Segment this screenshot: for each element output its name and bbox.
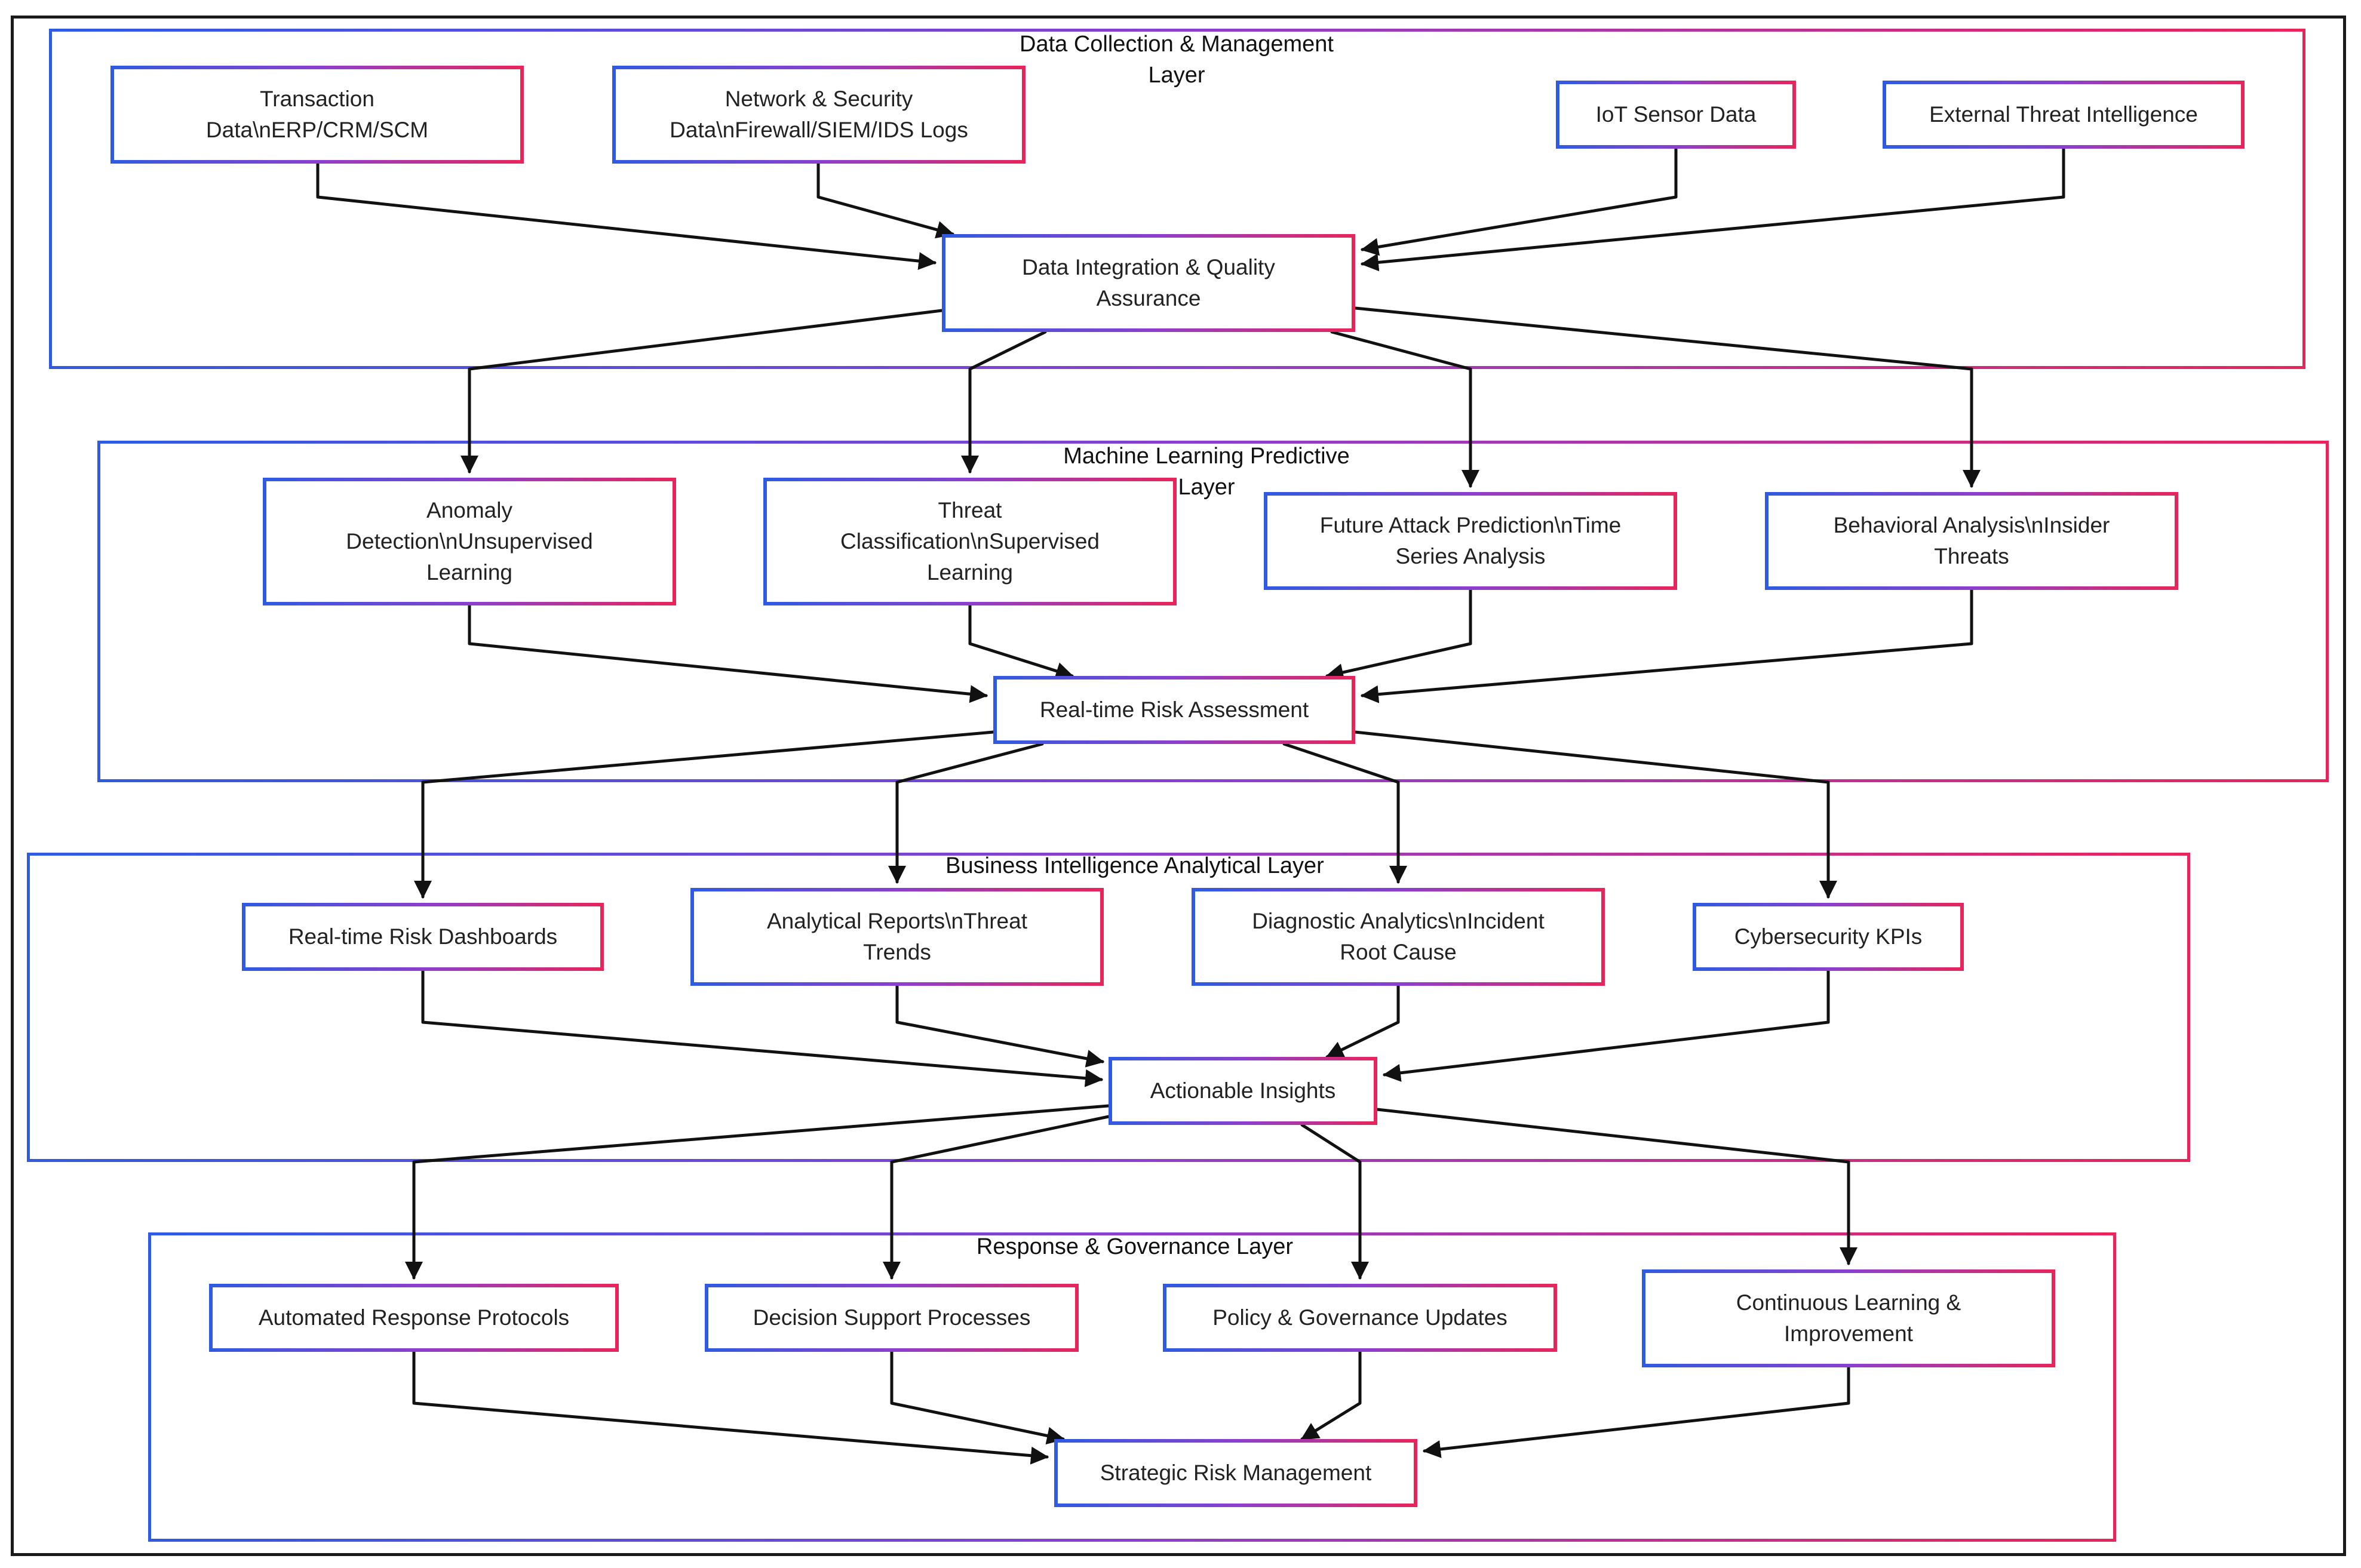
edge-reports-to-insights [895,984,1104,1068]
edge-threatclass-to-risk [968,604,1074,680]
edge-insights-to-decision [883,1115,1110,1280]
edge-risk-to-dashboards [414,730,995,899]
node-threat-classification: Threat Classification\nSupervised Learni… [763,478,1177,605]
edge-iot-to-integration [1361,147,1678,256]
node-automated-response: Automated Response Protocols [209,1284,619,1352]
node-diagnostic-analytics: Diagnostic Analytics\nIncident Root Caus… [1192,888,1605,986]
layer-title-data-collection: Data Collection & Management Layer [1020,32,1334,88]
node-anomaly-detection: Anomaly Detection\nUnsupervised Learning [263,478,676,605]
edge-automated-to-strategic [412,1350,1049,1465]
diagram-frame [11,16,2346,1556]
edge-integration-to-futureattack [1330,330,1479,488]
edge-risk-to-diagnostic [1282,742,1407,884]
node-risk-assessment: Real-time Risk Assessment [993,676,1355,744]
edge-policy-to-strategic [1300,1350,1362,1441]
edge-insights-to-automated [405,1104,1110,1280]
layer-title-ml-predictive: Machine Learning Predictive Layer [1063,444,1350,500]
edge-transaction-to-integration [316,162,937,270]
edge-kpis-to-insights [1383,969,1830,1082]
edge-continuous-to-strategic [1423,1366,1850,1458]
node-behavioral-analysis: Behavioral Analysis\nInsider Threats [1765,492,2178,590]
edge-integration-to-anomaly [460,309,944,474]
node-risk-dashboards: Real-time Risk Dashboards [242,903,604,971]
node-iot-sensor-data: IoT Sensor Data [1556,81,1796,149]
node-analytical-reports: Analytical Reports\nThreat Trends [690,888,1104,986]
edge-decision-to-strategic [890,1350,1065,1445]
edge-insights-to-policy [1300,1123,1369,1280]
layer-title-response-governance: Response & Governance Layer [976,1234,1294,1259]
node-future-attack-prediction: Future Attack Prediction\nTime Series An… [1264,492,1677,590]
node-strategic-risk-management: Strategic Risk Management [1054,1439,1417,1507]
edge-behavioral-to-risk [1361,588,1973,703]
edge-threatintel-to-integration [1361,147,2065,272]
node-policy-governance: Policy & Governance Updates [1163,1284,1557,1352]
edge-futureattack-to-risk [1325,588,1472,681]
edge-dashboards-to-insights [421,969,1103,1087]
node-data-integration: Data Integration & Quality Assurance [942,234,1355,332]
layer-title-bi-analytical: Business Intelligence Analytical Layer [945,853,1324,878]
edge-integration-to-behavioral [1353,306,1981,488]
edge-diagnostic-to-insights [1325,984,1400,1059]
node-cybersecurity-kpis: Cybersecurity KPIs [1693,903,1964,971]
node-transaction-data: Transaction Data\nERP/CRM/SCM [110,66,524,164]
edge-integration-to-threatclass [961,330,1047,474]
node-decision-support: Decision Support Processes [705,1284,1079,1352]
edge-risk-to-kpis [1353,730,1837,899]
node-actionable-insights: Actionable Insights [1109,1057,1377,1125]
node-continuous-learning: Continuous Learning & Improvement [1642,1269,2055,1367]
edge-anomaly-to-risk [468,604,988,703]
edge-insights-to-continuous [1376,1108,1858,1265]
edge-network-to-integration [816,162,954,239]
node-external-threat-intelligence: External Threat Intelligence [1883,81,2245,149]
node-network-security-data: Network & Security Data\nFirewall/SIEM/I… [612,66,1026,164]
edge-risk-to-reports [888,742,1044,884]
